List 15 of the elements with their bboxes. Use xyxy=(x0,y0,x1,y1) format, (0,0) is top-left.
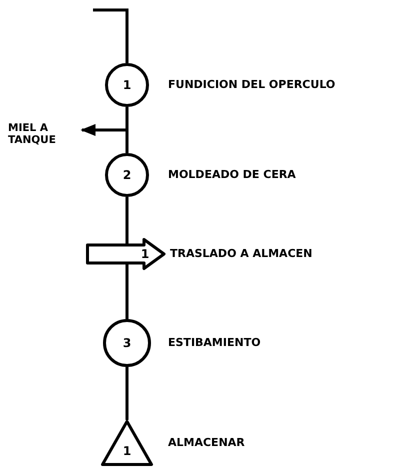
flow-line xyxy=(93,8,128,63)
step-number: 3 xyxy=(122,336,132,350)
step-label: ESTIBAMIENTO xyxy=(168,336,261,350)
step-label: FUNDICION DEL OPERCULO xyxy=(168,78,336,92)
step-label: TRASLADO A ALMACEN xyxy=(170,247,312,261)
step-number: 1 xyxy=(140,247,150,261)
step-label: ALMACENAR xyxy=(168,436,245,450)
flow-line xyxy=(126,197,128,244)
flow-note: MIEL A TANQUE xyxy=(8,122,80,150)
step-label: MOLDEADO DE CERA xyxy=(168,168,296,182)
flow-line xyxy=(126,367,128,420)
flow-line xyxy=(126,264,128,319)
step-number: 1 xyxy=(122,78,132,92)
step-number: 2 xyxy=(122,168,132,182)
step-number: 1 xyxy=(122,444,132,458)
